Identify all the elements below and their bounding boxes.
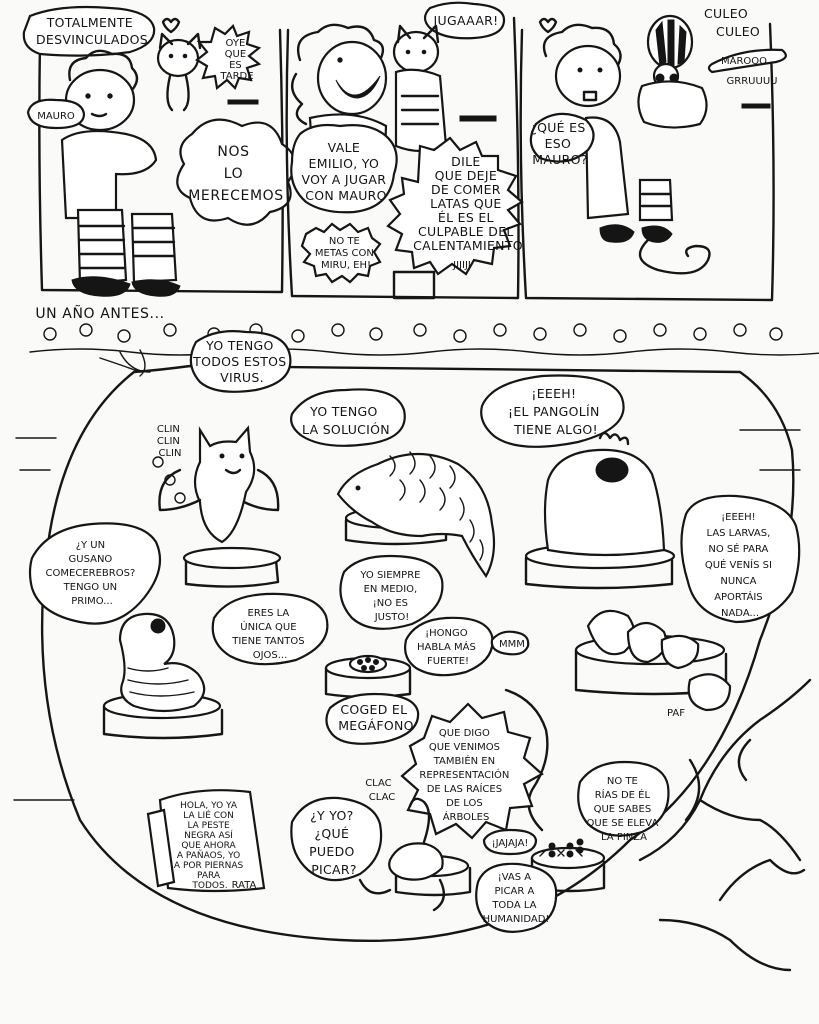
tail-swirl <box>638 238 711 275</box>
roots-speech-text: QUE DIGO QUE VENIMOS TAMBIÉN EN REPRESEN… <box>419 728 512 823</box>
worm-character <box>102 612 224 740</box>
mole-character <box>524 431 676 590</box>
pangolin-character <box>336 451 496 579</box>
girl-speech-bubble <box>529 112 595 163</box>
table-mark <box>459 115 497 122</box>
sound-grr: GRRUUUU <box>727 76 778 87</box>
middle-speech-bubble <box>339 554 444 630</box>
pangolin-speech-bubble <box>290 388 406 447</box>
girl-character <box>542 23 674 243</box>
worm-speech-bubble <box>28 522 162 625</box>
pinza-speech-text: NO TE RÍAS DE ÉL QUE SABES QUE SE ELEVA … <box>587 776 662 843</box>
eyes-speech-bubble <box>211 592 329 666</box>
shelf-mark-3 <box>741 103 771 109</box>
scorpion-sfx: CLAC CLAC <box>365 778 395 803</box>
eyes-speech-text: ERES LA ÚNICA QUE TIENE TANTOS OJOS... <box>231 608 308 661</box>
pinza-speech-bubble <box>577 760 670 837</box>
root-creature-body <box>504 688 549 832</box>
trash-can <box>392 270 436 300</box>
panel-3: CULEO CULEO MAROOO GRRUUUU ¿QUÉ ES ESO M… <box>519 6 787 302</box>
rat-sign <box>146 789 266 893</box>
ants-laugh-text: ¡JAJAJA! <box>492 838 529 849</box>
scorpion-speech-bubble <box>290 796 383 882</box>
larvae-group <box>574 609 732 712</box>
sound-culeo-1: CULEO <box>704 6 748 21</box>
megaphone-speech-text: COGED EL MEGÁFONO <box>338 702 414 733</box>
mole-speech-bubble <box>480 374 625 448</box>
mole-speech-text: ¡EEEH! ¡EL PANGOLÍN TIENE ALGO! <box>508 386 604 437</box>
bat-speech-bubble <box>189 330 292 393</box>
laugh-text: JIJIJI <box>452 260 471 271</box>
worm-speech-text: ¿Y UN GUSANO COMECEREBROS? TENGO UN PRIM… <box>46 540 139 607</box>
cat-emilio <box>392 24 448 153</box>
bat-speech-text: YO TENGO TODOS ESTOS VIRUS. <box>192 338 291 385</box>
shout-text: JUGAAAR! <box>433 13 499 28</box>
name-tag-text: MAURO <box>37 111 75 122</box>
many-eyes-creature <box>324 654 412 699</box>
cat-speech-bubble <box>386 136 524 276</box>
rat-signature: RATA <box>232 880 257 891</box>
rat-sign-text: HOLA, YO YA LA LIÉ CON LA PESTE NEGRA AS… <box>174 801 246 891</box>
roots-speech-bubble <box>400 702 544 840</box>
title-bubble-text: TOTALMENTE DESVINCULADOS <box>36 15 148 47</box>
tiny-bubble <box>490 630 530 656</box>
sound-culeo-2: CULEO <box>716 24 760 39</box>
cat-character <box>156 32 202 112</box>
ants-speech-text: ¡VAS A PICAR A TODA LA HUMANIDAD! <box>483 872 550 925</box>
mauro-speech-text: NOS LO MERECEMOS <box>188 144 284 204</box>
sound-bubble <box>707 48 787 74</box>
mauro-character <box>60 49 181 297</box>
bat-sfx: CLIN CLIN CLIN <box>157 424 183 459</box>
title-bubble <box>22 5 156 57</box>
aside-bubble <box>300 222 382 284</box>
shout-bubble <box>423 1 506 40</box>
tiny-text: MMM <box>499 639 525 650</box>
larvae-speech-text: ¡EEEH! LAS LARVAS, NO SÉ PARA QUÉ VENÍS … <box>705 512 775 619</box>
heart-icon <box>161 17 181 34</box>
mauro-speech-bubble <box>176 118 296 226</box>
cat-bubble <box>195 24 262 91</box>
paf-sfx: PAF <box>667 708 685 719</box>
girl-speech-text: ¿QUÉ ES ESO MAURO? <box>530 120 590 167</box>
emilio-speech-bubble <box>290 123 398 214</box>
shelf-mark <box>227 99 259 105</box>
tree-roots <box>638 678 812 972</box>
name-tag-bubble <box>26 98 86 130</box>
ants-laugh-bubble <box>482 828 538 856</box>
scorpion-character <box>358 797 472 912</box>
fungus-speech-bubble <box>404 616 494 677</box>
fungus-speech-text: ¡HONGO HABLA MÁS FUERTE! <box>417 628 479 667</box>
pangolin-speech-text: YO TENGO LA SOLUCIÓN <box>302 404 390 437</box>
cat-bubble-text: OYE QUE ES TARDE <box>219 38 253 82</box>
scorpion-speech-text: ¿Y YO? ¿QUÉ PUEDO PICAR? <box>309 808 359 877</box>
sound-maroo: MAROOO <box>721 56 767 67</box>
emilio-speech-text: VALE EMILIO, YO VOY A JUGAR CON MAURO <box>302 140 391 203</box>
middle-speech-text: YO SIEMPRE EN MEDIO, ¡NO ES JUSTO! <box>359 570 423 623</box>
striped-creature <box>637 14 708 129</box>
cat-speech-text: DILE QUE DEJE DE COMER LATAS QUE ÉL ES E… <box>413 154 523 253</box>
ants-speech-bubble <box>475 862 558 933</box>
bat-character <box>152 425 282 588</box>
panel-2: JUGAAAR! VALE EMILIO, YO VOY A JUGAR CON… <box>285 1 524 300</box>
aside-text: NO TE METAS CON MIRU, EH! <box>315 236 377 271</box>
caption-text: UN AÑO ANTES... <box>35 305 164 322</box>
flower-row <box>29 323 819 356</box>
larvae-speech-bubble <box>680 494 801 624</box>
heart-icon-2 <box>538 17 558 34</box>
panel-1: TOTALMENTE DESVINCULADOS OYE QUE ES TARD… <box>22 5 296 297</box>
megaphone-speech-bubble <box>325 692 420 745</box>
